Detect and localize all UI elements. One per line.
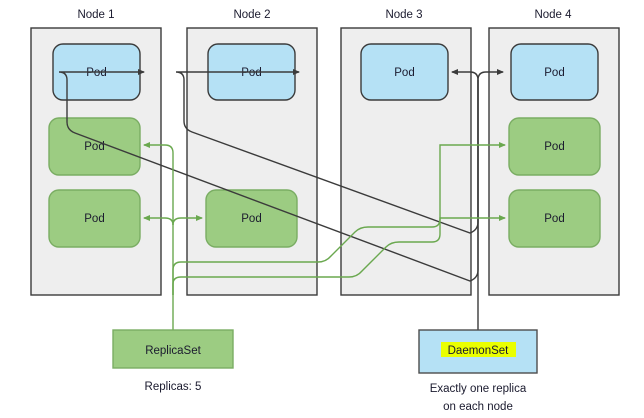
daemonset-caption-line-2: on each node (443, 401, 513, 413)
daemonset-caption-line-1: Exactly one replica (430, 383, 527, 395)
node-1-pod-2[interactable]: Pod (48, 117, 141, 176)
node-3-title: Node 3 (385, 9, 422, 21)
replicaset-label: ReplicaSet (145, 345, 201, 357)
daemonset-to-node1-link (58, 69, 479, 282)
daemonset-label: DaemonSet (448, 345, 510, 357)
replicaset-controller-group: ReplicaSet Replicas: 5 (112, 329, 234, 393)
pod-label: Pod (544, 67, 564, 79)
pod-label: Pod (241, 213, 261, 225)
node-3-pod-1[interactable]: Pod (360, 43, 449, 101)
replicaset-to-node4-pod3-link (172, 215, 506, 295)
replicaset-caption-line-1: Replicas: 5 (145, 381, 202, 393)
node-4-title: Node 4 (534, 9, 572, 21)
daemonset-label-highlight (441, 342, 516, 357)
replicaset-to-node1-pod2-link (143, 142, 174, 225)
replicaset-to-node4-pod2-link (172, 142, 506, 295)
daemonset-to-node4-link (477, 69, 504, 81)
daemonset-to-node2-link (175, 69, 479, 234)
node-4-pod-2[interactable]: Pod (508, 117, 601, 176)
daemonset-links (58, 69, 504, 330)
pod-label: Pod (86, 67, 106, 79)
node-1-title: Node 1 (77, 9, 114, 21)
node-2-pod-2[interactable]: Pod (205, 189, 298, 248)
replicaset-links (143, 142, 506, 330)
pod-label: Pod (544, 141, 564, 153)
pod-label: Pod (544, 213, 564, 225)
daemonset-controller-group: DaemonSet Exactly one replica on each no… (418, 329, 538, 413)
node-2-group: Node 2 Pod Pod (186, 9, 318, 296)
pod-label: Pod (241, 67, 261, 79)
node-2-title: Node 2 (233, 9, 270, 21)
node-4-pod-3[interactable]: Pod (508, 189, 601, 248)
pod-label: Pod (394, 67, 414, 79)
node-1-pod-3[interactable]: Pod (48, 189, 141, 248)
replicaset-to-node2-pod-link (172, 215, 203, 226)
pod-label: Pod (84, 213, 104, 225)
node-1-group: Node 1 Pod Pod Pod (30, 9, 162, 296)
replicaset-box[interactable] (112, 329, 234, 369)
node-3-group: Node 3 Pod (340, 9, 472, 296)
node-4-pod-1[interactable]: Pod (510, 43, 599, 101)
node-4-group: Node 4 Pod Pod Pod (488, 9, 620, 296)
pod-label: Pod (84, 141, 104, 153)
